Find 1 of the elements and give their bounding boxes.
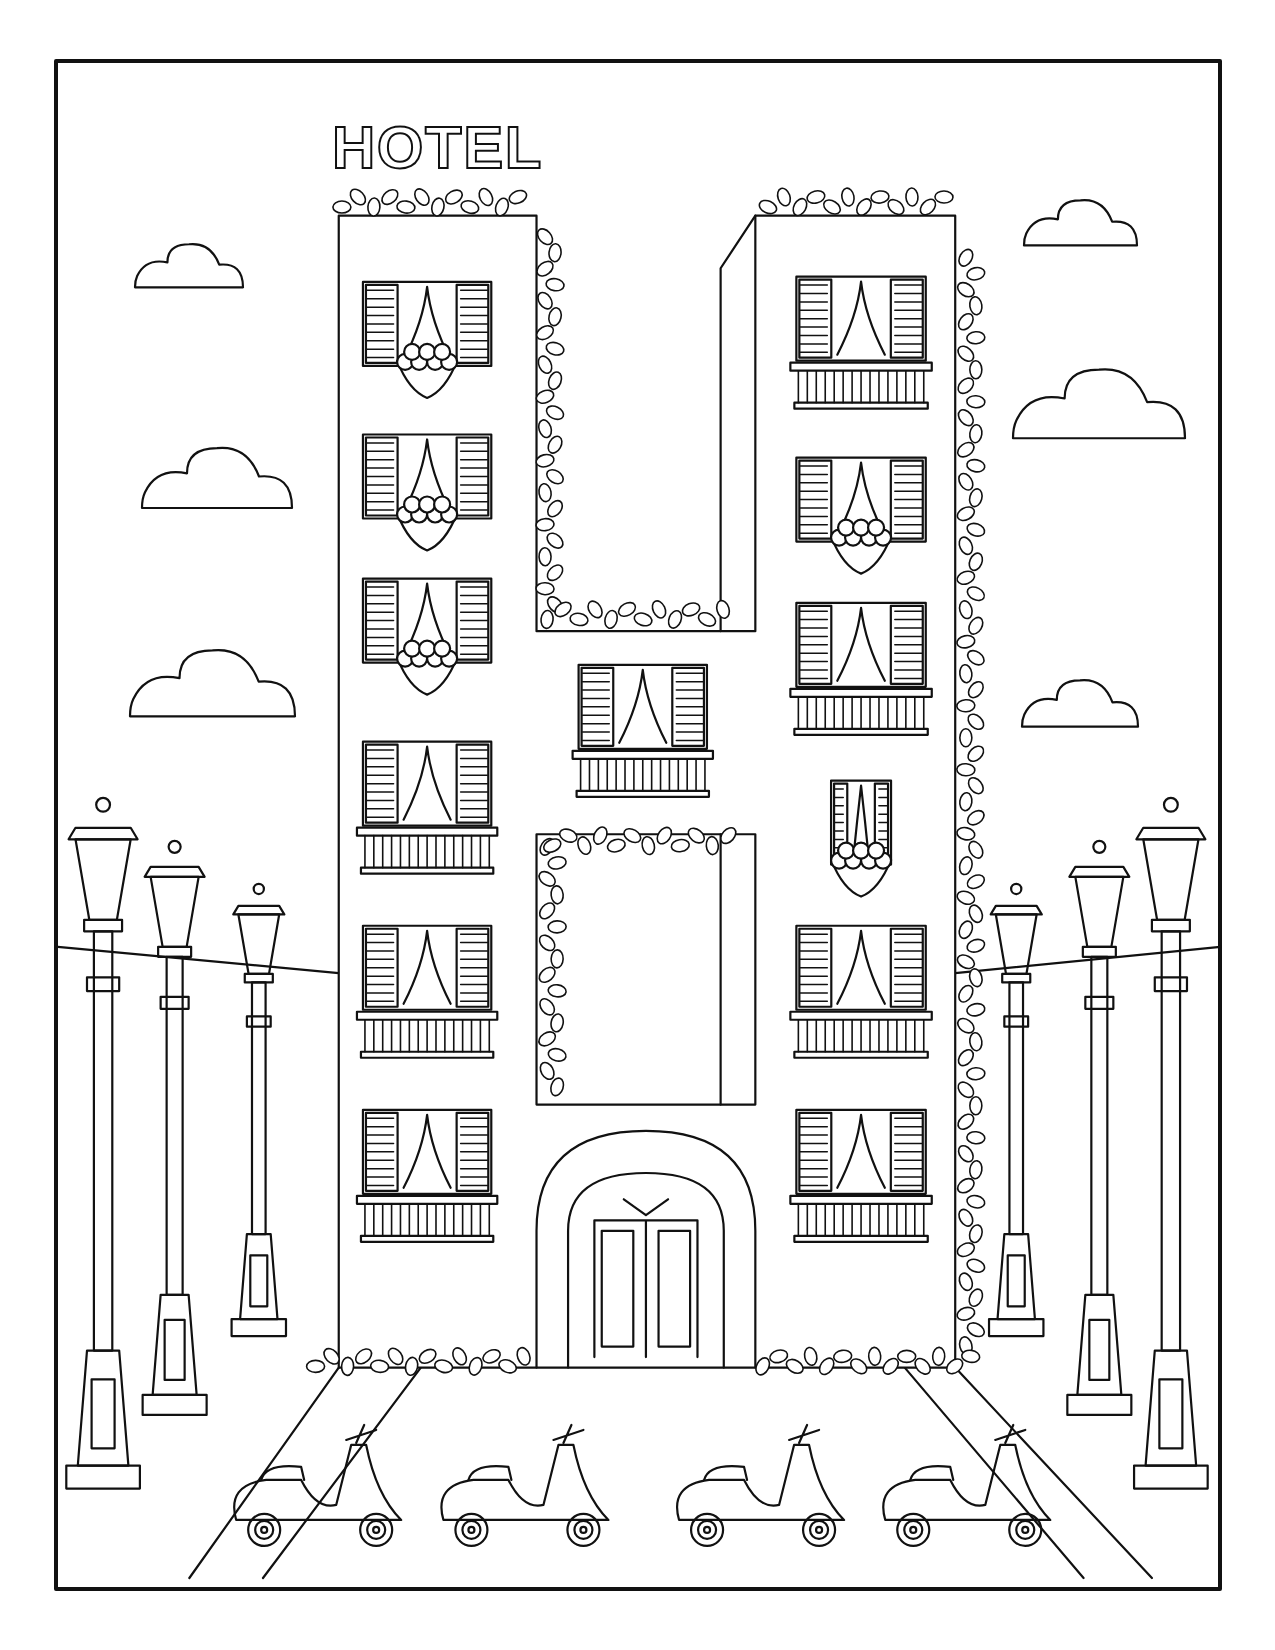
- hotel-sign-text: HOTEL: [332, 118, 543, 178]
